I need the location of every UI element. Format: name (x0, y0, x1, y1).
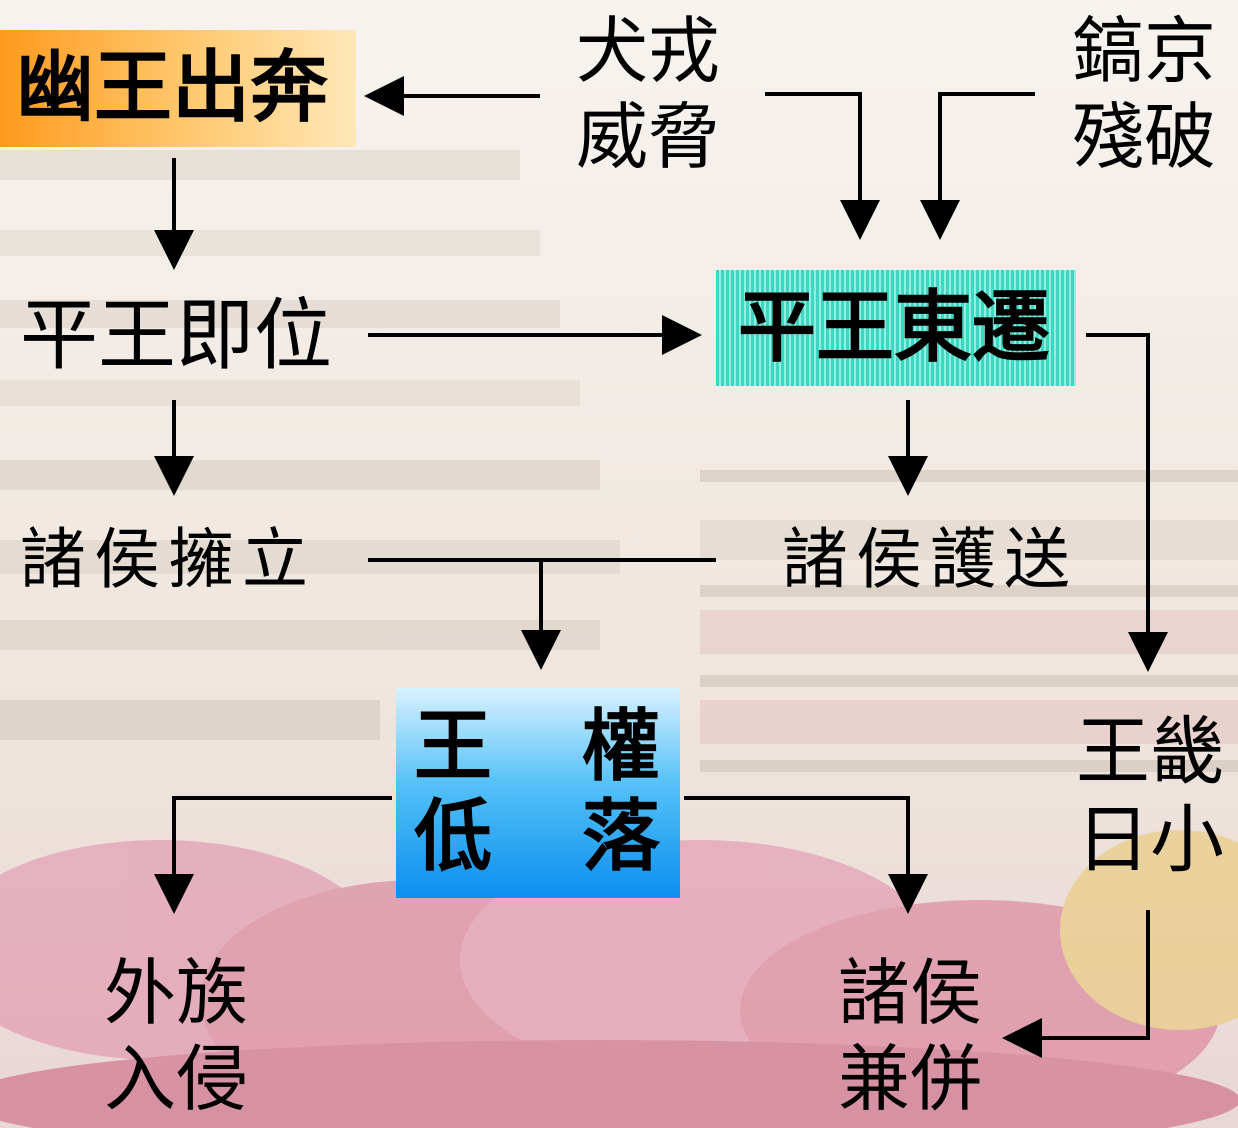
waizu-line-1: 外族 (104, 951, 249, 1035)
wangquan-char-4: 落 (581, 792, 660, 882)
jianbing-line-1: 諸侯 (838, 951, 983, 1035)
haojing-line-2: 殘破 (1072, 95, 1217, 179)
node-wangquan-diluo: 王 權 低 落 (396, 688, 680, 898)
jianbing-line-2: 兼併 (838, 1037, 983, 1121)
wangji-line-2: 日小 (1076, 797, 1224, 883)
node-quanrong-weixie: 犬戎 威脅 (576, 8, 720, 180)
node-youwang-chuben: 幽王出奔 (0, 30, 356, 147)
wangji-line-1: 王畿 (1076, 709, 1224, 795)
building-left (0, 150, 620, 740)
pingwang-jiwei-label: 平王即位 (20, 291, 333, 381)
quanrong-line-1: 犬戎 (576, 9, 721, 93)
zhuhou-yongli-label: 諸侯擁立 (20, 521, 316, 598)
node-wangji-rixiao: 王畿 日小 (1076, 708, 1224, 884)
youwang-chuben-label: 幽王出奔 (16, 43, 329, 133)
node-haojing-canpo: 鎬京 殘破 (1072, 8, 1216, 180)
node-zhuhou-jianbing: 諸侯 兼併 (838, 950, 982, 1122)
zhuhou-husong-label: 諸侯護送 (782, 521, 1078, 598)
node-zhuhou-yongli: 諸侯擁立 (20, 520, 316, 600)
quanrong-line-2: 威脅 (576, 95, 721, 179)
waizu-line-2: 入侵 (104, 1037, 249, 1121)
pingwang-dongqian-label: 平王東遷 (738, 283, 1051, 373)
wangquan-char-1: 王 (414, 702, 493, 792)
node-waizu-ruqin: 外族 入侵 (104, 950, 248, 1122)
wangquan-char-2: 權 (581, 702, 660, 792)
node-zhuhou-husong: 諸侯護送 (782, 520, 1078, 600)
node-pingwang-dongqian: 平王東遷 (716, 270, 1076, 386)
node-pingwang-jiwei: 平王即位 (20, 292, 332, 380)
haojing-line-1: 鎬京 (1072, 9, 1217, 93)
building-right (700, 470, 1238, 772)
wangquan-char-3: 低 (414, 792, 493, 882)
